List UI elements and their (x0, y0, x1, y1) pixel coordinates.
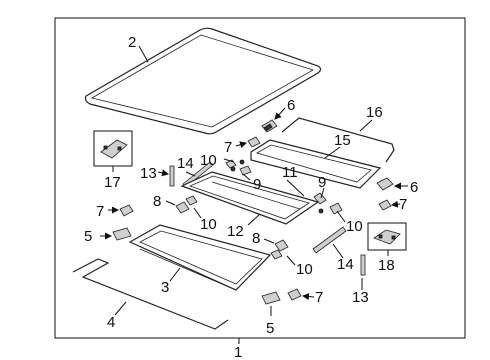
middle-frame (180, 171, 320, 225)
callout-16: 16 (366, 104, 383, 121)
drain-hose (281, 117, 395, 163)
callout-5-bottom: 5 (266, 320, 274, 337)
callout-17: 17 (104, 174, 121, 191)
front-frame (128, 224, 272, 291)
clip-7c (378, 199, 392, 211)
callout-10-bottom: 10 (296, 261, 313, 278)
bracket-5-bottom (261, 291, 281, 305)
callout-14-left: 14 (177, 155, 194, 172)
callout-7-left: 7 (96, 203, 104, 220)
callout-3: 3 (161, 279, 169, 296)
guide-8-left (175, 195, 198, 214)
pin-13-right (360, 254, 366, 276)
callout-13-left: 13 (140, 165, 157, 182)
callout-6-upper: 6 (287, 97, 295, 114)
callout-7-right: 7 (399, 196, 407, 213)
weatherstrip (72, 258, 229, 330)
bracket-5-left (112, 227, 132, 241)
callout-8-left: 8 (153, 193, 161, 210)
clip-7d (287, 288, 302, 301)
callout-4: 4 (107, 314, 115, 331)
callout-1: 1 (234, 344, 242, 360)
callout-11: 11 (282, 164, 298, 181)
callout-7-upper: 7 (224, 139, 232, 156)
mid-fasteners (225, 159, 343, 215)
callout-2: 2 (128, 34, 136, 51)
callout-12: 12 (227, 223, 244, 240)
rear-frame (250, 139, 382, 189)
clip-7b (119, 204, 134, 217)
callout-10-left: 10 (200, 216, 217, 233)
callout-7-bottom: 7 (315, 289, 323, 306)
inset-18 (367, 222, 407, 251)
guide-8-right (270, 239, 289, 260)
callout-14-right: 14 (337, 256, 354, 273)
callout-9-left: 9 (253, 176, 261, 193)
callout-15: 15 (334, 132, 351, 149)
glass-panel (84, 27, 322, 135)
callout-18: 18 (378, 257, 395, 274)
callout-9-right: 9 (318, 174, 326, 191)
callout-2-leader (138, 45, 149, 63)
callout-10-upper: 10 (200, 152, 217, 169)
diagram-border (54, 17, 466, 339)
pin-13-left (169, 165, 175, 187)
callout-8-right: 8 (252, 230, 260, 247)
callout-6-right: 6 (410, 179, 418, 196)
clip-7a (247, 136, 261, 148)
callout-5-left: 5 (84, 228, 92, 245)
inset-17 (93, 130, 133, 167)
bracket-6-right (376, 177, 394, 191)
callout-10-right: 10 (346, 218, 363, 235)
callout-13-right: 13 (352, 289, 369, 306)
bracket-6-upper (261, 119, 278, 133)
seal-14-right (312, 226, 347, 254)
